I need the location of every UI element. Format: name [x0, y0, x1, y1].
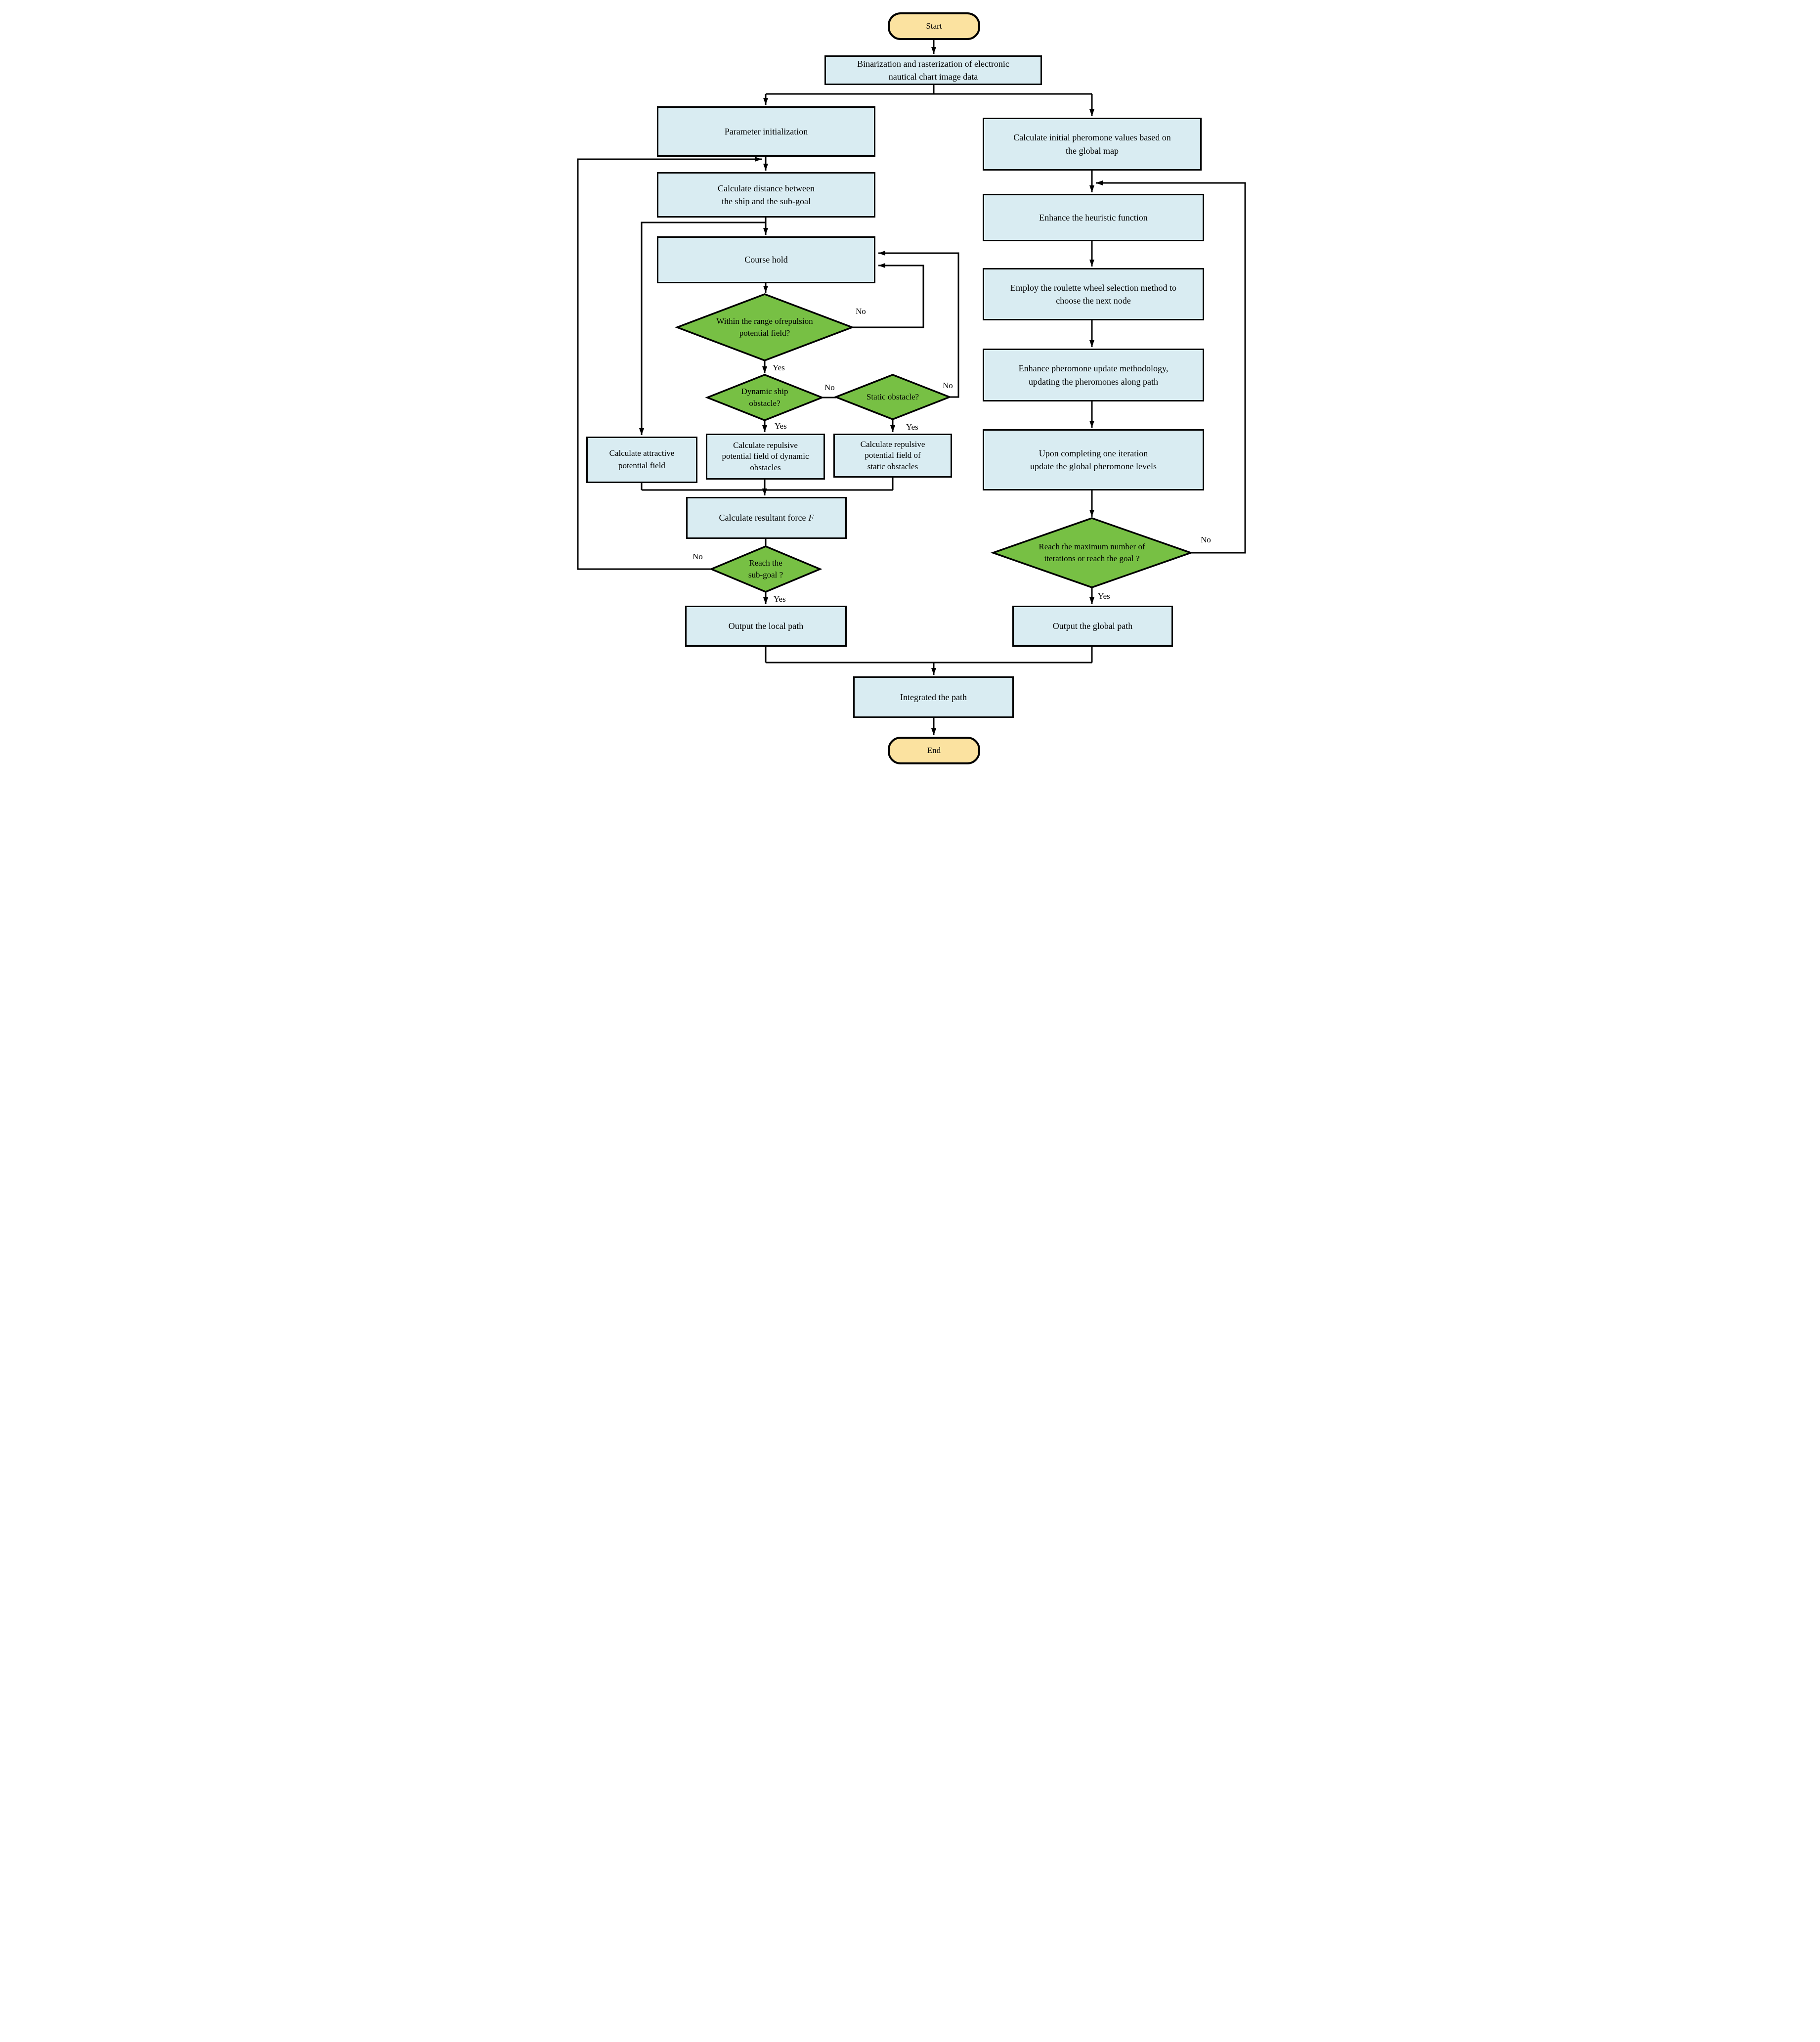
edge-label-yes: Yes: [773, 363, 785, 372]
decision-iteration-text: Reach the maximum number of iterations o…: [1039, 542, 1145, 563]
edge-collector: [641, 478, 894, 491]
edge-label-yes: Yes: [906, 422, 918, 432]
process-calc-distance: Calculate distance between the ship and …: [657, 172, 875, 218]
process-binarization: Binarization and rasterization of electr…: [824, 55, 1042, 85]
process-roulette: Employ the roulette wheel selection meth…: [983, 268, 1204, 320]
heuristic-label: Enhance the heuristic function: [1039, 212, 1148, 222]
init-pheromone-label: Calculate initial pheromone values based…: [1013, 133, 1171, 156]
resultant-force-label: Calculate resultant force: [719, 513, 806, 523]
decision-repulsion-range-shape: [675, 293, 855, 361]
end-label: End: [927, 745, 941, 755]
edge-label-no: No: [1201, 535, 1211, 544]
end-node: End: [888, 737, 980, 764]
roulette-label: Employ the roulette wheel selection meth…: [1010, 282, 1176, 306]
process-output-global: Output the global path: [1012, 606, 1173, 647]
output-global-label: Output the global path: [1052, 621, 1133, 631]
connector-layer: [577, 40, 1246, 735]
edge-label-no: No: [693, 552, 703, 561]
edge-label-yes: Yes: [775, 421, 787, 431]
decision-iteration-shape: [990, 517, 1194, 588]
process-init-pheromone: Calculate initial pheromone values based…: [983, 118, 1202, 171]
edge-label-no: No: [824, 383, 835, 392]
edge-binarization-split: [766, 85, 1092, 95]
decision-dynamic-ship-text: Dynamic ship obstacle?: [741, 387, 788, 408]
edge-d1-no-loop: [852, 263, 924, 328]
repulsive-static-label: Calculate repulsive potential field of s…: [860, 440, 925, 471]
process-pheromone-update: Enhance pheromone update methodology, up…: [983, 349, 1204, 401]
edge-label-yes: Yes: [1098, 591, 1110, 601]
decision-repulsion-range-text: Within the range ofrepulsion potential f…: [716, 316, 813, 338]
attractive-field-label: Calculate attractive potential field: [609, 448, 675, 470]
edge-label-no: No: [943, 381, 953, 390]
process-global-pheromone: Upon completing one iteration update the…: [983, 429, 1204, 490]
flowchart-canvas: Start End Binarization and rasterization…: [569, 0, 1251, 771]
decision-static-obstacle-shape: [833, 374, 952, 420]
process-integrated: Integrated the path: [853, 676, 1014, 718]
process-attractive-field: Calculate attractive potential field: [586, 437, 697, 483]
process-repulsive-dynamic: Calculate repulsive potential field of d…: [706, 434, 825, 480]
decision-subgoal-shape: [709, 545, 823, 593]
course-hold-label: Course hold: [744, 255, 788, 265]
edge-label-yes: Yes: [774, 594, 786, 604]
start-node: Start: [888, 12, 980, 40]
process-output-local: Output the local path: [685, 606, 847, 647]
decision-dynamic-ship-shape: [705, 374, 824, 421]
edge-bottom-merge: [765, 647, 1093, 664]
integrated-label: Integrated the path: [900, 692, 967, 702]
process-repulsive-static: Calculate repulsive potential field of s…: [833, 434, 952, 478]
edge-subgoal-no-loop: [577, 157, 762, 570]
process-parameter-init: Parameter initialization: [657, 106, 875, 157]
start-label: Start: [926, 21, 942, 31]
decision-static-obstacle-text: Static obstacle?: [866, 392, 919, 402]
decision-subgoal-text: Reach the sub-goal ?: [748, 558, 783, 579]
edge-label-no: No: [856, 307, 866, 316]
repulsive-dynamic-label: Calculate repulsive potential field of d…: [722, 441, 809, 472]
output-local-label: Output the local path: [728, 621, 804, 631]
edge-branch-attractive: [639, 222, 766, 435]
calc-distance-label: Calculate distance between the ship and …: [718, 183, 815, 206]
binarization-label: Binarization and rasterization of electr…: [857, 58, 1009, 82]
process-course-hold: Course hold: [657, 236, 875, 283]
process-heuristic: Enhance the heuristic function: [983, 194, 1204, 241]
edge-d3-no-loop: [878, 251, 959, 398]
pheromone-update-label: Enhance pheromone update methodology, up…: [1018, 363, 1169, 387]
global-pheromone-label: Upon completing one iteration update the…: [1030, 448, 1157, 471]
edge-iter-no-loop: [1096, 180, 1246, 554]
parameter-init-label: Parameter initialization: [724, 126, 808, 136]
resultant-force-symbol: F: [808, 513, 814, 523]
